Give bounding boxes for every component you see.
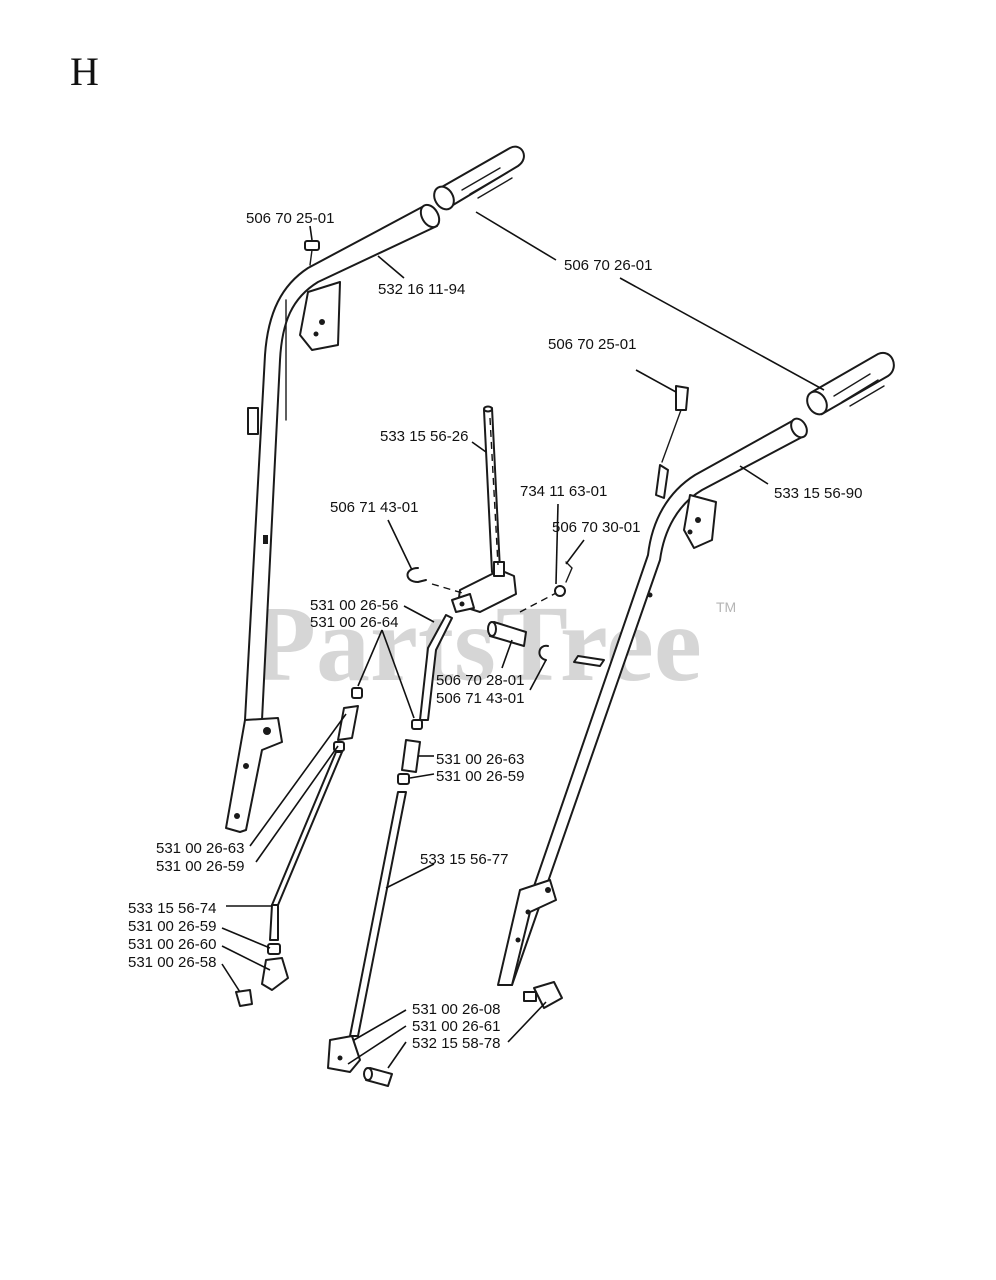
part-label-506-70-28-01: 506 70 28-01 [436,672,524,689]
leader-10 [403,605,435,623]
leader-12 [501,639,513,669]
leader-25a [387,1041,407,1069]
leader-5 [471,441,487,453]
part-label-533-15-56-90: 533 15 56-90 [774,485,862,502]
hairpin-clip-lower [538,644,549,661]
part-label-506-71-43-01: 506 71 43-01 [330,499,418,516]
leader-24 [347,1025,407,1065]
swivel-fitting [261,957,289,991]
bolt-left [304,240,320,266]
bolt-right [661,385,689,463]
part-label-531-00-26-63: 531 00 26-63 [436,751,524,768]
leader-4 [635,369,677,393]
left-handle-tube [225,203,441,833]
part-label-531-00-26-61: 531 00 26-61 [412,1018,500,1035]
part-label-531-00-26-59: 531 00 26-59 [156,858,244,875]
lower-pin-head [363,1067,373,1081]
part-label-531-00-26-08: 531 00 26-08 [412,1001,500,1018]
part-label-531-00-26-64: 531 00 26-64 [310,614,398,631]
leader-21 [221,945,271,971]
part-label-533-15-56-74: 533 15 56-74 [128,900,216,917]
leader-3b [619,277,825,391]
hairpin-clip-upper [406,567,427,583]
part-label-734-11-63-01: 734 11 63-01 [520,483,607,500]
part-label-531-00-26-58: 531 00 26-58 [128,954,216,971]
leader-8 [387,519,413,571]
part-label-506-71-43-01: 506 71 43-01 [436,690,524,707]
leader-9 [565,539,585,565]
part-label-533-15-56-77: 533 15 56-77 [420,851,508,868]
turnbuckle-center [401,739,421,773]
leader-2 [377,255,405,279]
nut-center-rod [397,773,410,785]
washer [554,585,566,597]
part-label-531-00-26-60: 531 00 26-60 [128,936,216,953]
turnbuckle-left [337,705,359,741]
leader-7 [739,465,769,485]
part-label-532-15-58-78: 532 15 58-78 [412,1035,500,1052]
rod-533-15-56-74 [271,751,343,906]
nut-upper-left [351,687,363,699]
lock-nut [235,989,253,1007]
part-label-531-00-26-59: 531 00 26-59 [436,768,524,785]
leader-22 [221,963,241,993]
watermark-tm: TM [716,599,736,615]
cotter-pin [565,561,573,583]
leader-11b [381,629,415,719]
leader-13 [529,659,547,691]
rod-end-bend [269,904,279,941]
leader-14a [249,713,347,847]
leader-25b [507,1001,547,1043]
assembly-line-lever [489,417,499,566]
leader-3a [475,211,557,261]
part-label-506-70-25-01: 506 70 25-01 [246,210,334,227]
leader-17 [409,773,435,779]
leader-23 [353,1009,407,1041]
nut-531-00-26-64 [411,719,423,730]
part-label-506-70-25-01: 506 70 25-01 [548,336,636,353]
part-label-531-00-26-59: 531 00 26-59 [128,918,216,935]
lever-bracket [451,561,517,613]
leader-18 [385,863,435,889]
leader-11a [357,629,383,687]
adjustment-knob [523,981,563,1009]
pivot-pin [487,621,527,647]
part-label-506-70-26-01: 506 70 26-01 [564,257,652,274]
rod-531-00-26-56 [419,614,453,721]
lower-bracket [327,1035,361,1073]
nut-lower [267,943,281,955]
part-label-533-15-56-26: 533 15 56-26 [380,428,468,445]
part-label-531-00-26-63: 531 00 26-63 [156,840,244,857]
rod-533-15-56-77 [349,791,407,1037]
part-label-506-70-30-01: 506 70 30-01 [552,519,640,536]
leader-20 [221,927,271,949]
part-label-531-00-26-56: 531 00 26-56 [310,597,398,614]
part-label-532-16-11-94: 532 16 11-94 [378,281,465,298]
assembly-line-clip [431,583,467,595]
leader-1 [309,225,313,241]
section-letter: H [70,49,99,94]
right-handle-tube [497,417,808,986]
leader-6 [555,503,559,585]
control-lever [483,405,501,573]
left-grip [433,145,525,211]
right-grip [806,351,895,416]
leader-14b [255,745,339,863]
